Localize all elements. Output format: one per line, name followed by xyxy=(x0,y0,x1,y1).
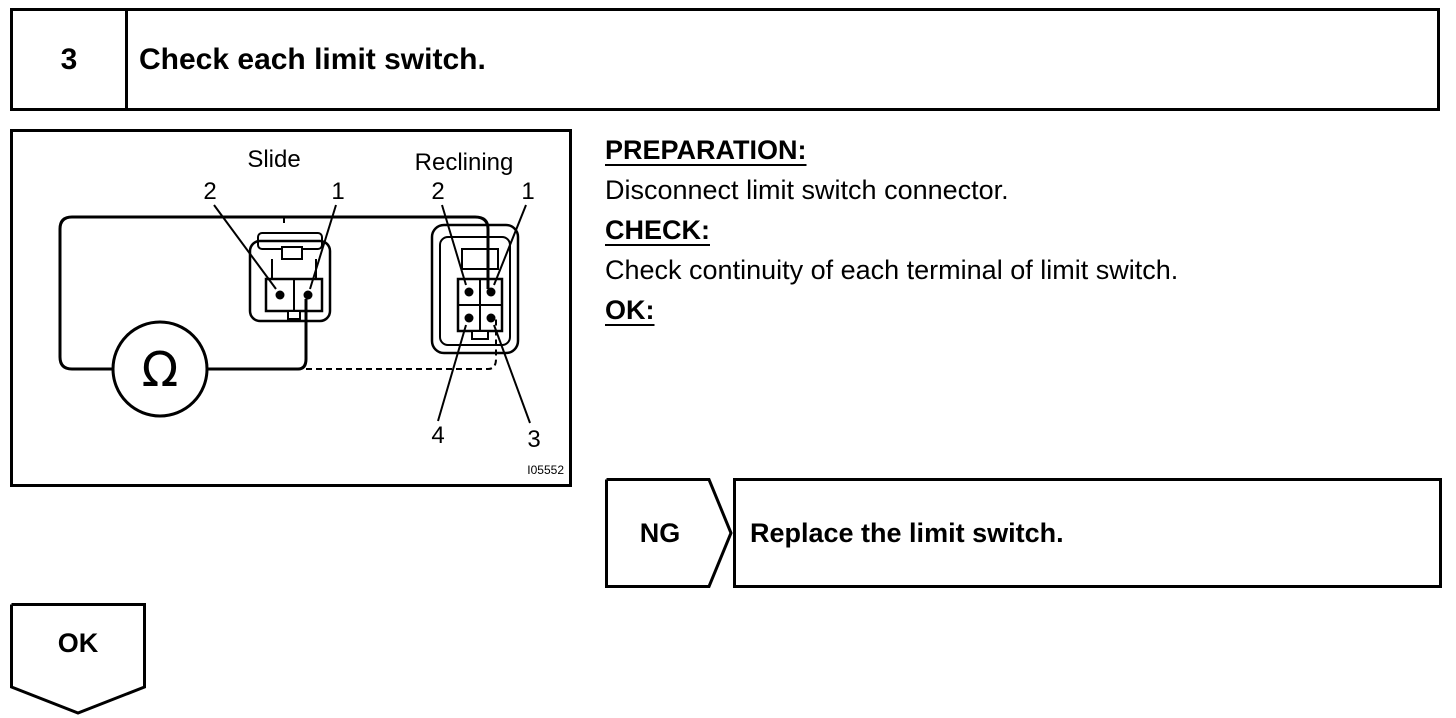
label-slide: Slide xyxy=(247,146,300,173)
terminal-3: 3 xyxy=(527,426,540,453)
check-heading: CHECK: xyxy=(605,215,710,245)
terminal-4: 4 xyxy=(431,422,444,449)
step-title: Check each limit switch. xyxy=(139,42,486,76)
terminal-recl-1: 1 xyxy=(521,178,534,205)
ok-label: OK xyxy=(57,627,99,658)
check-text: Check continuity of each terminal of lim… xyxy=(605,255,1179,285)
slide-connector xyxy=(248,232,332,323)
ng-box: NG xyxy=(605,478,735,588)
test-lead-1 xyxy=(58,215,490,371)
connector-diagram: Slide Reclining 2 1 2 1 4 3 I05552 Ω xyxy=(10,129,572,487)
label-reclining: Reclining xyxy=(415,149,514,176)
ok-box: OK xyxy=(10,603,146,715)
ok-heading: OK: xyxy=(605,295,655,325)
ohmmeter-connector-icon: Slide Reclining 2 1 2 1 4 3 I05552 Ω xyxy=(10,129,572,487)
figure-id: I05552 xyxy=(527,463,564,477)
ohm-symbol: Ω xyxy=(142,342,179,398)
terminal-slide-2: 2 xyxy=(203,178,216,205)
ng-result: Replace the limit switch. xyxy=(733,478,1442,588)
preparation-heading: PREPARATION: xyxy=(605,135,807,165)
dashed-wire-slide xyxy=(283,217,497,370)
terminal-recl-2: 2 xyxy=(431,178,444,205)
step-number: 3 xyxy=(13,11,128,108)
pointer-recl-2 xyxy=(441,204,467,286)
reclining-connector xyxy=(430,223,520,355)
terminal-slide-1: 1 xyxy=(331,178,344,205)
test-lead-2 xyxy=(207,299,308,371)
pointer-slide-2 xyxy=(213,204,277,290)
pointer-4 xyxy=(437,324,467,422)
pointer-recl-1 xyxy=(493,204,527,286)
figure-frame xyxy=(10,129,572,487)
ng-label: NG xyxy=(639,517,681,548)
pointer-slide-1 xyxy=(309,204,337,290)
preparation-text: Disconnect limit switch connector. xyxy=(605,175,1009,205)
ng-arrow-icon xyxy=(605,478,733,588)
ok-arrow-icon xyxy=(10,603,146,715)
instructions: PREPARATION: Disconnect limit switch con… xyxy=(605,130,1435,330)
step-header: 3 Check each limit switch. xyxy=(10,8,1440,111)
pointer-3 xyxy=(493,324,531,424)
